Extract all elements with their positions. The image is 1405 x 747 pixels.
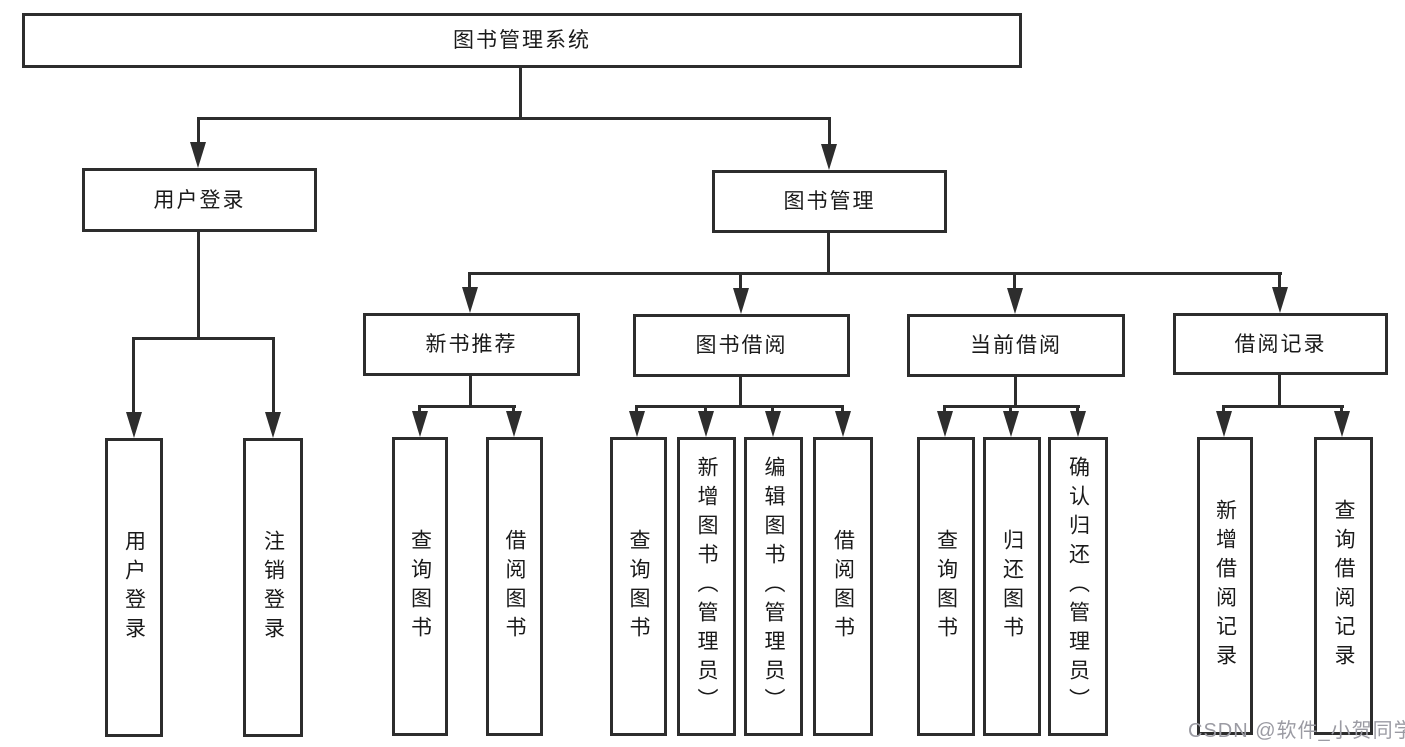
connector-line <box>512 405 515 413</box>
connector-line <box>272 337 275 414</box>
connector-line <box>739 272 742 290</box>
arrowhead-down <box>733 288 749 314</box>
arrowhead-down <box>1216 411 1232 437</box>
connector-line <box>1278 375 1281 408</box>
connector-line <box>1014 377 1017 408</box>
connector-line <box>468 272 1282 275</box>
connector-line <box>1278 272 1281 289</box>
arrowhead-down <box>1334 411 1350 437</box>
arrowhead-down <box>937 411 953 437</box>
connector-line <box>1009 405 1012 413</box>
arrowhead-down <box>1272 287 1288 313</box>
arrowhead-down <box>190 142 206 168</box>
leaf-borrow-books-2: 借阅图书 <box>813 437 873 736</box>
arrowhead-down <box>1070 411 1086 437</box>
arrowhead-down <box>1003 411 1019 437</box>
leaf-user-login: 用户登录 <box>105 438 163 737</box>
leaf-edit-books-admin: 编辑图书（管理员） <box>744 437 803 736</box>
leaf-query-books-2: 查询图书 <box>610 437 667 736</box>
connector-line <box>704 405 707 413</box>
connector-line <box>469 376 472 408</box>
node-borrow-records: 借阅记录 <box>1173 313 1388 375</box>
node-user-login: 用户登录 <box>82 168 317 232</box>
arrowhead-down <box>506 411 522 437</box>
arrowhead-down <box>698 411 714 437</box>
connector-line <box>635 405 638 413</box>
connector-line <box>1222 405 1225 413</box>
arrowhead-down <box>821 144 837 170</box>
connector-line <box>197 117 200 144</box>
connector-line <box>197 232 200 340</box>
leaf-borrow-books-1: 借阅图书 <box>486 437 543 736</box>
arrowhead-down <box>126 412 142 438</box>
connector-line <box>197 117 831 120</box>
leaf-return-books: 归还图书 <box>983 437 1041 736</box>
connector-line <box>418 405 516 408</box>
arrowhead-down <box>765 411 781 437</box>
arrowhead-down <box>265 412 281 438</box>
leaf-add-books-admin: 新增图书（管理员） <box>677 437 736 736</box>
connector-line <box>468 272 471 289</box>
connector-line <box>635 405 844 408</box>
leaf-query-books-1: 查询图书 <box>392 437 448 736</box>
leaf-add-borrow-record: 新增借阅记录 <box>1197 437 1253 735</box>
arrowhead-down <box>1007 288 1023 314</box>
connector-line <box>1340 405 1343 413</box>
leaf-query-borrow-record: 查询借阅记录 <box>1314 437 1373 735</box>
connector-line <box>771 405 774 413</box>
arrowhead-down <box>412 411 428 437</box>
connector-line <box>828 117 831 146</box>
node-book-management: 图书管理 <box>712 170 947 233</box>
node-current-borrow: 当前借阅 <box>907 314 1125 377</box>
connector-line <box>739 377 742 408</box>
connector-line <box>418 405 421 413</box>
connector-line <box>132 337 135 414</box>
leaf-query-books-3: 查询图书 <box>917 437 975 736</box>
csdn-watermark: CSDN @软件_小贺同学 <box>1188 720 1405 742</box>
connector-line <box>1222 405 1344 408</box>
node-new-book-recommend: 新书推荐 <box>363 313 580 376</box>
node-book-borrow: 图书借阅 <box>633 314 850 377</box>
leaf-confirm-return-admin: 确认归还（管理员） <box>1048 437 1108 736</box>
connector-line <box>943 405 946 413</box>
node-root: 图书管理系统 <box>22 13 1022 68</box>
connector-line <box>827 233 830 275</box>
arrowhead-down <box>835 411 851 437</box>
leaf-logout: 注销登录 <box>243 438 303 737</box>
connector-line <box>519 66 522 120</box>
arrowhead-down <box>629 411 645 437</box>
arrowhead-down <box>462 287 478 313</box>
connector-line <box>1076 405 1079 413</box>
connector-line <box>132 337 275 340</box>
connector-line <box>1013 272 1016 290</box>
connector-line <box>841 405 844 413</box>
